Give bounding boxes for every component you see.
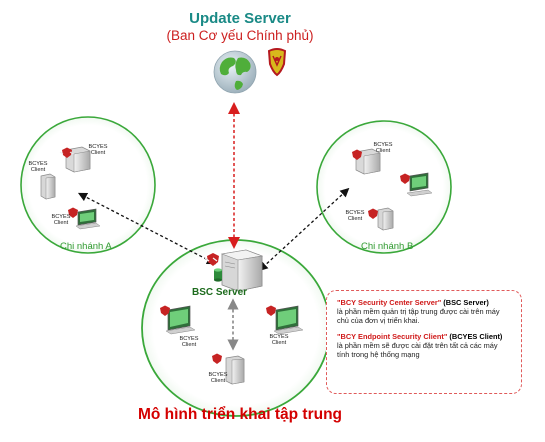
branch-b-tower-client [368, 207, 394, 231]
legend-item1-desc: là phần mềm quản trị tập trung được cài … [337, 307, 500, 326]
bsc-server-label: BSC Server [192, 287, 248, 298]
branch-b-desktop-client [400, 172, 433, 197]
legend-item2-desc: là phần mềm sẽ được cài đặt trên tất cả … [337, 340, 498, 360]
branch-b-server-client [352, 148, 381, 175]
database-icon [214, 268, 222, 282]
branch-b-circle [316, 120, 452, 254]
branch-b-link-arrow [258, 187, 350, 272]
legend-item-bsc: "BCY Security Center Server" (BSC Server… [337, 298, 511, 326]
legend-item2-name: "BCY Endpoint Security Client" [337, 331, 448, 341]
central-left-desktop-client [160, 305, 196, 335]
bsc-server-icon [220, 249, 264, 292]
legend-item-client: "BCY Endpoint Security Client" (BCYES Cl… [337, 332, 511, 360]
globe-icon [213, 50, 257, 94]
emblem-icon [267, 48, 287, 77]
branch-a-tower-client [40, 173, 56, 200]
legend-box: "BCY Security Center Server" (BSC Server… [326, 290, 522, 394]
legend-item2-tag: (BCYES Client) [449, 331, 503, 341]
update-server-title: Update Server [189, 10, 291, 27]
update-server-subtitle: (Ban Cơ yếu Chính phủ) [166, 28, 314, 43]
legend-item1-name: "BCY Security Center Server" [337, 298, 442, 307]
branch-b-label: Chi nhánh B [361, 241, 414, 252]
branch-a-desktop-client [68, 207, 101, 230]
branch-a-label: Chi nhánh A [60, 241, 112, 252]
central-right-desktop-client [266, 305, 304, 335]
central-bottom-tower-client [212, 353, 245, 385]
legend-item1-tag: (BSC Server) [443, 298, 489, 307]
shield-badge-icon [204, 253, 219, 266]
branch-a-server-client [59, 146, 91, 173]
model-caption: Mô hình triển khai tập trung [137, 406, 343, 423]
branch-a-link-arrow [77, 192, 217, 265]
